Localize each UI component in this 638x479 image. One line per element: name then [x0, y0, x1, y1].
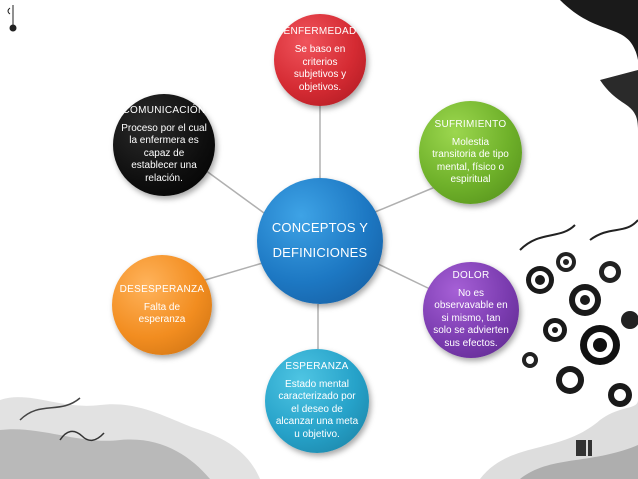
node-title: ENFERMEDAD: [283, 26, 357, 37]
connector-lines: [204, 106, 441, 349]
node-enfermedad: ENFERMEDAD Se baso en criterios subjetiv…: [274, 14, 366, 106]
node-esperanza: ESPERANZA Estado mental caracterizado po…: [265, 349, 369, 453]
node-description: Molestia transitoria de tipo mental, fís…: [432, 136, 509, 186]
node-description: Falta de esperanza: [138, 301, 186, 326]
center-node: CONCEPTOS Y DEFINICIONES: [257, 178, 383, 304]
node-title: ESPERANZA: [285, 360, 349, 372]
node-description: Se baso en criterios subjetivos y objeti…: [293, 44, 347, 93]
node-description: Estado mental caracterizado por el deseo…: [275, 378, 359, 440]
center-title-line1: CONCEPTOS Y: [271, 220, 369, 236]
node-title: DOLOR: [452, 269, 490, 281]
node-title: COMUNICACIÓN: [122, 104, 206, 116]
node-comunicacion: COMUNICACIÓN Proceso por el cual la enfe…: [113, 94, 215, 196]
node-desesperanza: DESESPERANZA Falta de esperanza: [112, 255, 212, 355]
ornament-right-swirls: [519, 0, 638, 407]
node-sufrimiento: SUFRIMIENTO Molestia transitoria de tipo…: [419, 101, 522, 204]
node-title: SUFRIMIENTO: [434, 118, 507, 130]
node-description: Proceso por el cual la enfermera es capa…: [121, 122, 207, 184]
center-title-line2: DEFINICIONES: [272, 245, 368, 260]
ornament-bottom-right: [480, 400, 638, 479]
node-title: DESESPERANZA: [119, 283, 205, 295]
ornament-top-left: [7, 5, 17, 32]
ornament-bottom-left: [0, 397, 260, 479]
node-dolor: DOLOR No es observavable en si mismo, ta…: [423, 262, 519, 358]
node-description: No es observavable en si mismo, tan solo…: [433, 287, 509, 349]
